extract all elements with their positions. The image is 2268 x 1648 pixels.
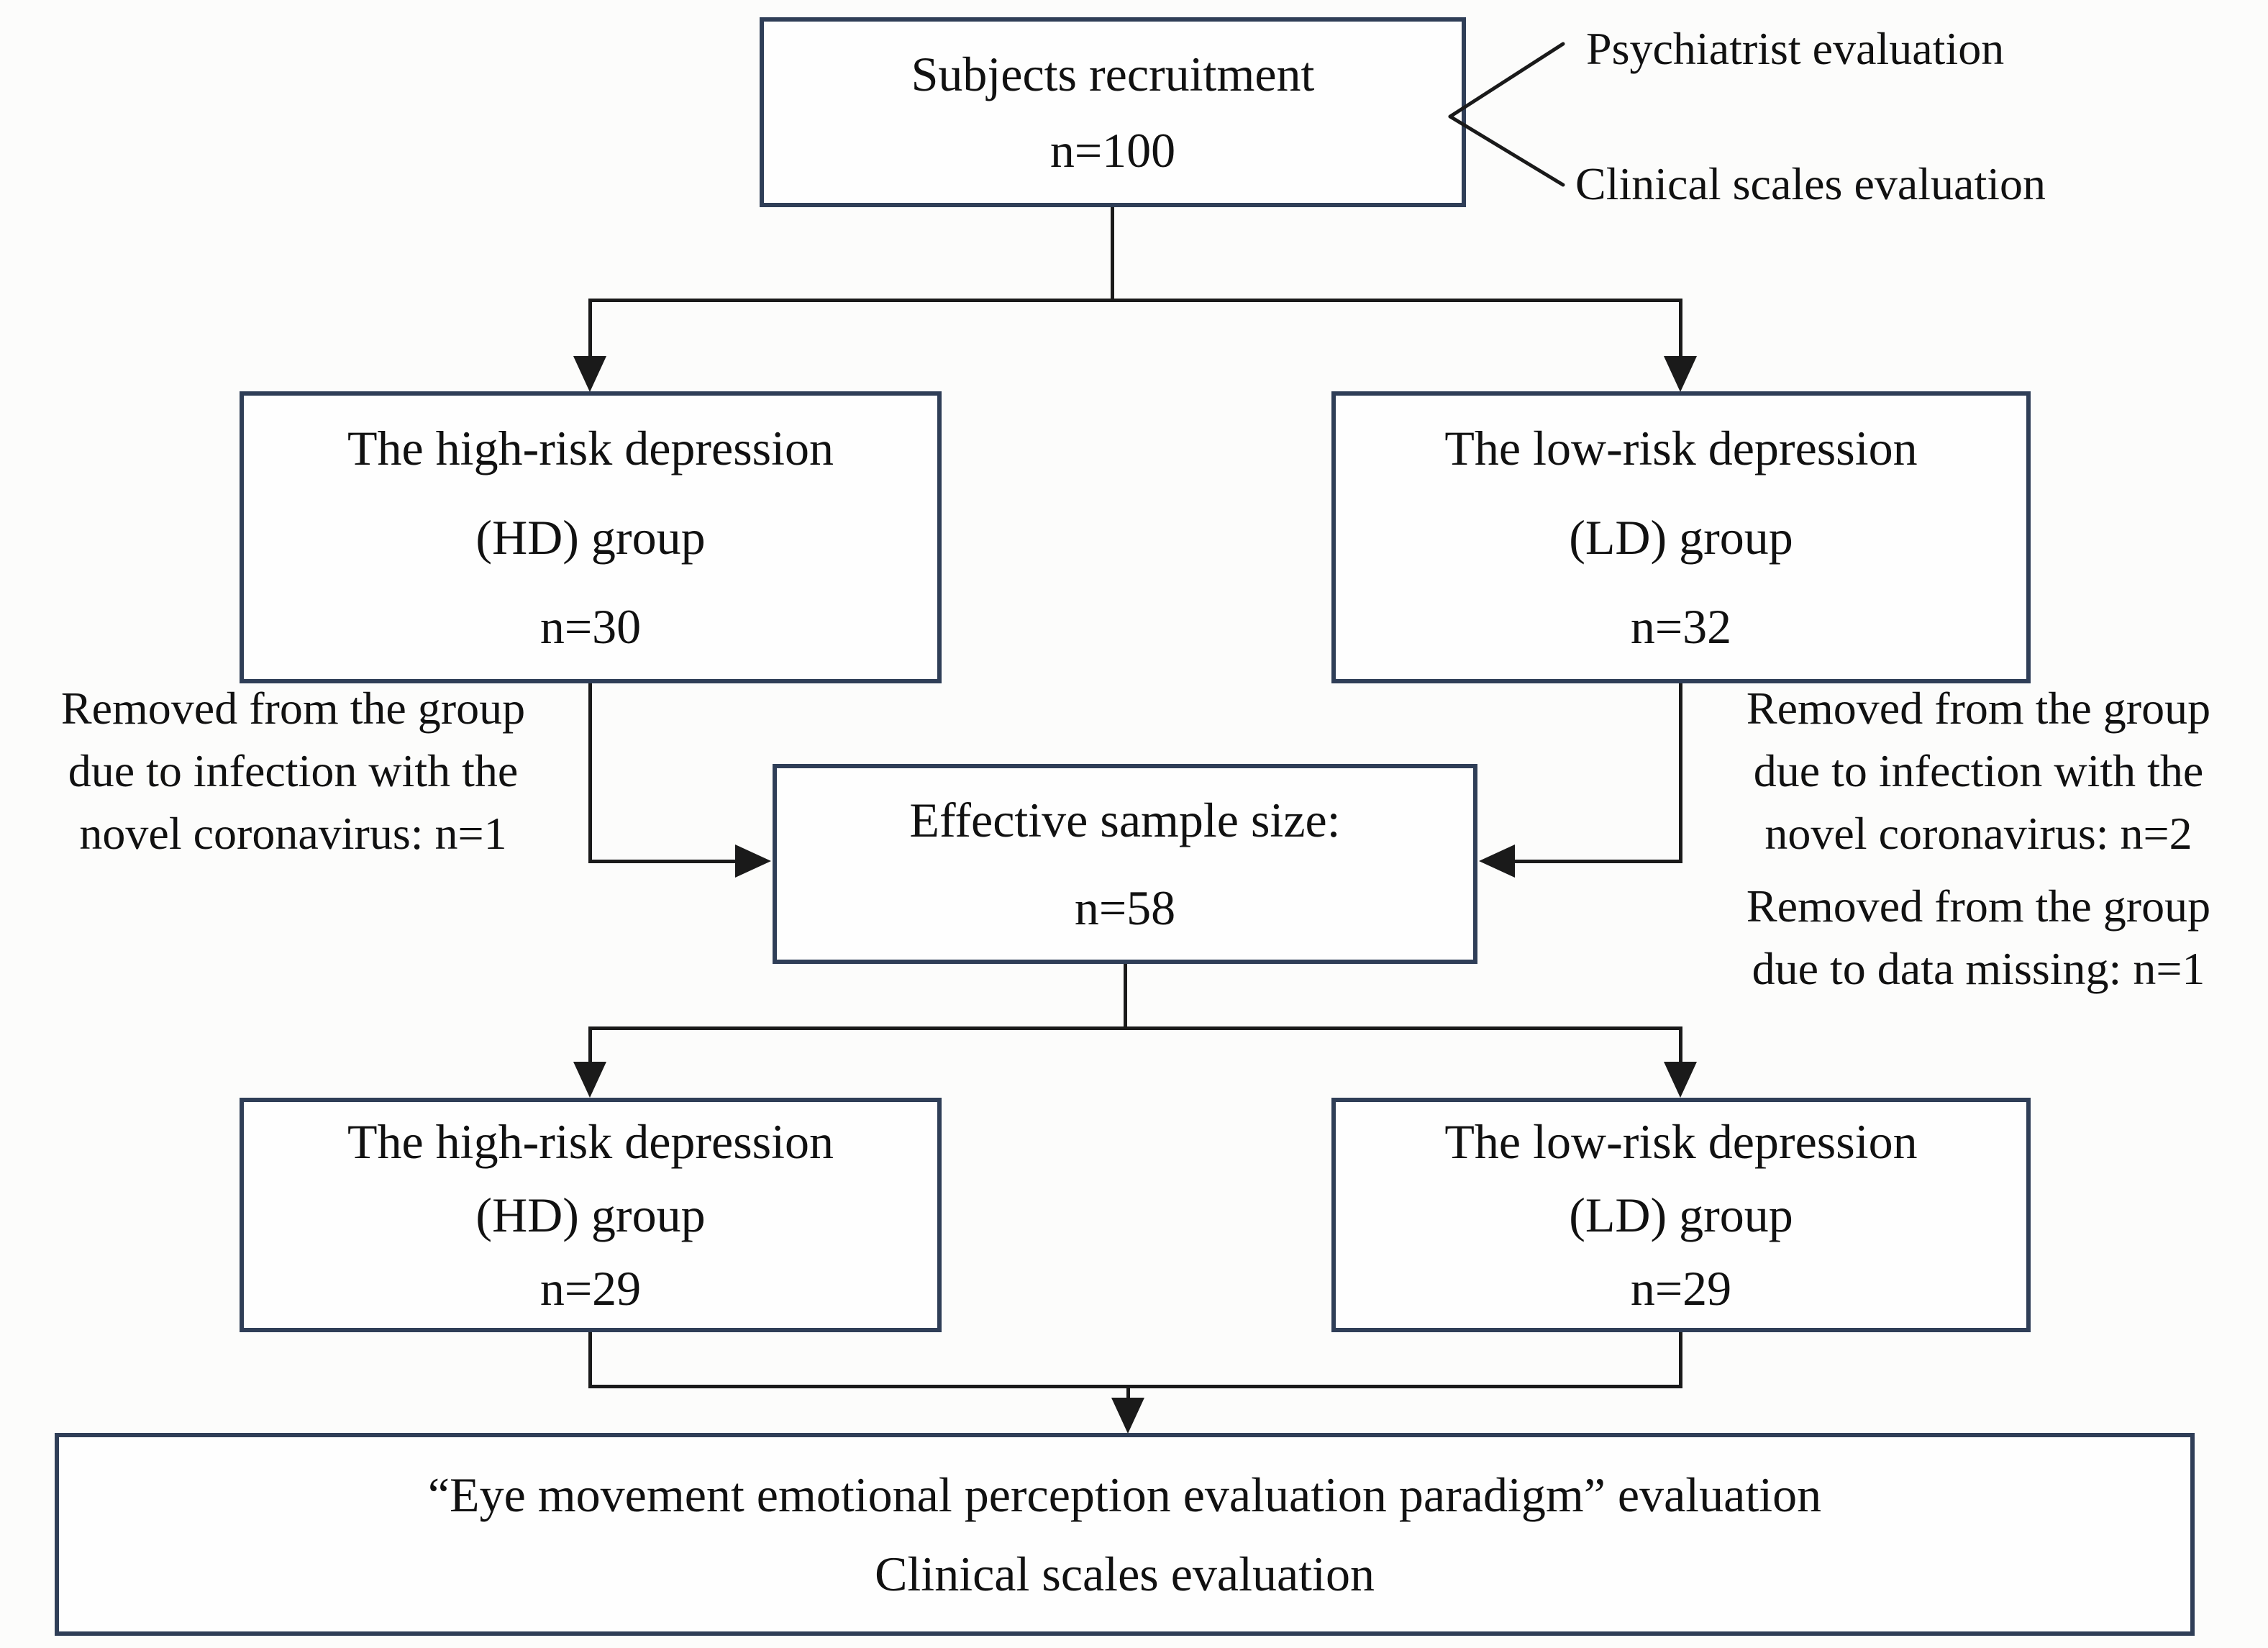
arrowhead-into-effective-left bbox=[735, 845, 771, 878]
box-line: The low-risk depression bbox=[1444, 1114, 1918, 1169]
connector-recruitment-stem bbox=[1111, 207, 1114, 301]
connector-ld-down bbox=[1679, 683, 1682, 863]
annotation-psychiatrist-evaluation: Psychiatrist evaluation bbox=[1586, 23, 2005, 74]
box-subjects-recruitment: Subjects recruitment n=100 bbox=[760, 17, 1466, 207]
box-line: Subjects recruitment bbox=[911, 47, 1315, 101]
annotation-removed-ld-missing: Removed from the group due to data missi… bbox=[1689, 875, 2268, 1000]
arrowhead-into-effective-right bbox=[1479, 845, 1515, 878]
arrowhead-into-hd-final bbox=[573, 1062, 606, 1098]
connector-effective-stem bbox=[1124, 964, 1127, 1029]
box-line: n=32 bbox=[1630, 599, 1732, 654]
arrowhead-into-ld-initial bbox=[1664, 356, 1697, 392]
arrowhead-into-hd-initial bbox=[573, 356, 606, 392]
arrowhead-into-evaluation bbox=[1111, 1398, 1144, 1434]
connector-merge-bottom bbox=[588, 1385, 1682, 1388]
box-ld-group-initial: The low-risk depression (LD) group n=32 bbox=[1331, 391, 2031, 683]
box-ld-group-final: The low-risk depression (LD) group n=29 bbox=[1331, 1098, 2031, 1332]
annotation-clinical-scales-evaluation: Clinical scales evaluation bbox=[1575, 158, 2046, 209]
connector-drop-ld bbox=[1679, 299, 1682, 359]
box-evaluation-paradigm: “Eye movement emotional perception evalu… bbox=[55, 1433, 2195, 1636]
box-line: (HD) group bbox=[475, 1188, 706, 1242]
diagonal-line bbox=[1448, 114, 1565, 187]
connector-hd-down bbox=[588, 683, 592, 863]
diagonal-line bbox=[1448, 42, 1565, 119]
box-line: “Eye movement emotional perception evalu… bbox=[427, 1467, 1822, 1522]
box-effective-sample-size: Effective sample size: n=58 bbox=[773, 764, 1477, 964]
connector-drop-hd-final bbox=[588, 1026, 592, 1064]
connector-hd-to-effective bbox=[588, 860, 738, 863]
box-hd-group-initial: The high-risk depression (HD) group n=30 bbox=[240, 391, 942, 683]
connector-branch-middle bbox=[588, 1026, 1682, 1030]
connector-branch-top bbox=[588, 299, 1682, 302]
annotation-line: novel coronavirus: n=2 bbox=[1764, 808, 2192, 859]
box-line: (LD) group bbox=[1569, 1188, 1793, 1242]
box-line: Clinical scales evaluation bbox=[875, 1547, 1375, 1601]
annotation-line: due to infection with the bbox=[1753, 745, 2204, 796]
annotation-removed-ld-covid: Removed from the group due to infection … bbox=[1689, 677, 2268, 865]
box-line: n=29 bbox=[539, 1261, 642, 1316]
connector-drop-ld-final bbox=[1679, 1026, 1682, 1064]
annotation-removed-hd: Removed from the group due to infection … bbox=[4, 677, 583, 865]
recruitment-methods-connector bbox=[1448, 42, 1565, 187]
box-line: The high-risk depression bbox=[347, 1114, 834, 1169]
annotation-line: Removed from the group bbox=[1746, 880, 2211, 932]
annotation-line: Removed from the group bbox=[1746, 683, 2211, 734]
annotation-line: Removed from the group bbox=[60, 683, 526, 734]
connector-evaluation-stem bbox=[1126, 1385, 1130, 1401]
box-line: Effective sample size: bbox=[909, 793, 1341, 847]
box-line: n=30 bbox=[539, 599, 642, 654]
arrowhead-into-ld-final bbox=[1664, 1062, 1697, 1098]
annotation-line: due to data missing: n=1 bbox=[1752, 943, 2205, 994]
annotation-line: due to infection with the bbox=[68, 745, 519, 796]
box-line: n=100 bbox=[1049, 123, 1176, 178]
connector-drop-hd bbox=[588, 299, 592, 359]
box-line: (HD) group bbox=[475, 510, 706, 565]
box-hd-group-final: The high-risk depression (HD) group n=29 bbox=[240, 1098, 942, 1332]
connector-hd-final-down bbox=[588, 1332, 592, 1388]
box-line: The low-risk depression bbox=[1444, 421, 1918, 475]
box-line: (LD) group bbox=[1569, 510, 1793, 565]
connector-ld-final-down bbox=[1679, 1332, 1682, 1388]
box-line: n=58 bbox=[1074, 880, 1176, 935]
connector-ld-to-effective bbox=[1515, 860, 1682, 863]
box-line: n=29 bbox=[1630, 1261, 1732, 1316]
box-line: The high-risk depression bbox=[347, 421, 834, 475]
annotation-line: novel coronavirus: n=1 bbox=[79, 808, 507, 859]
